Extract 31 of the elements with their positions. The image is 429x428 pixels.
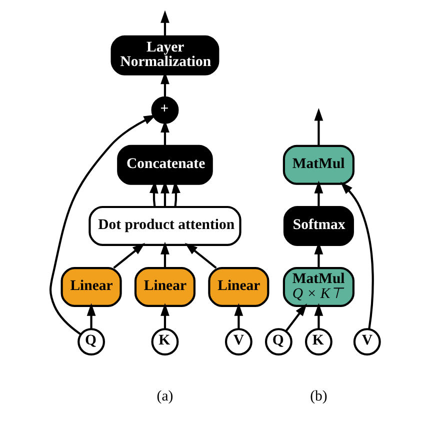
- arrow: [112, 242, 145, 269]
- node-circle: K: [304, 328, 332, 356]
- node-box: MatMul Q × K⊤: [282, 267, 354, 308]
- node-circle: Q: [264, 328, 292, 356]
- arrow: [184, 242, 216, 269]
- node-circle: V: [352, 328, 380, 356]
- arrow: [49, 114, 156, 336]
- node-box: Dot product attention: [88, 206, 241, 246]
- arrow: [86, 303, 96, 330]
- node-circle: +: [150, 96, 178, 124]
- arrow: [160, 10, 169, 36]
- label: (b): [310, 388, 327, 404]
- arrow: [340, 182, 374, 330]
- arrow: [234, 303, 243, 330]
- node-circle: V: [224, 328, 252, 356]
- node-box: Concatenate: [116, 144, 212, 185]
- node-box: Linear: [134, 267, 196, 308]
- node-box: Linear: [208, 267, 269, 308]
- node-box: Softmax: [282, 206, 354, 246]
- node-circle: K: [150, 328, 178, 356]
- arrow: [314, 180, 323, 207]
- node-box: Linear: [60, 267, 122, 308]
- node-box: MatMul: [282, 144, 354, 185]
- arrow: [160, 303, 169, 330]
- arrow: [314, 108, 323, 146]
- arrow: [314, 303, 323, 330]
- arrow: [284, 303, 307, 332]
- node-box: Layer Normalization: [110, 35, 219, 76]
- node-circle: Q: [77, 328, 105, 356]
- label: (a): [156, 388, 173, 404]
- arrow: [160, 242, 169, 268]
